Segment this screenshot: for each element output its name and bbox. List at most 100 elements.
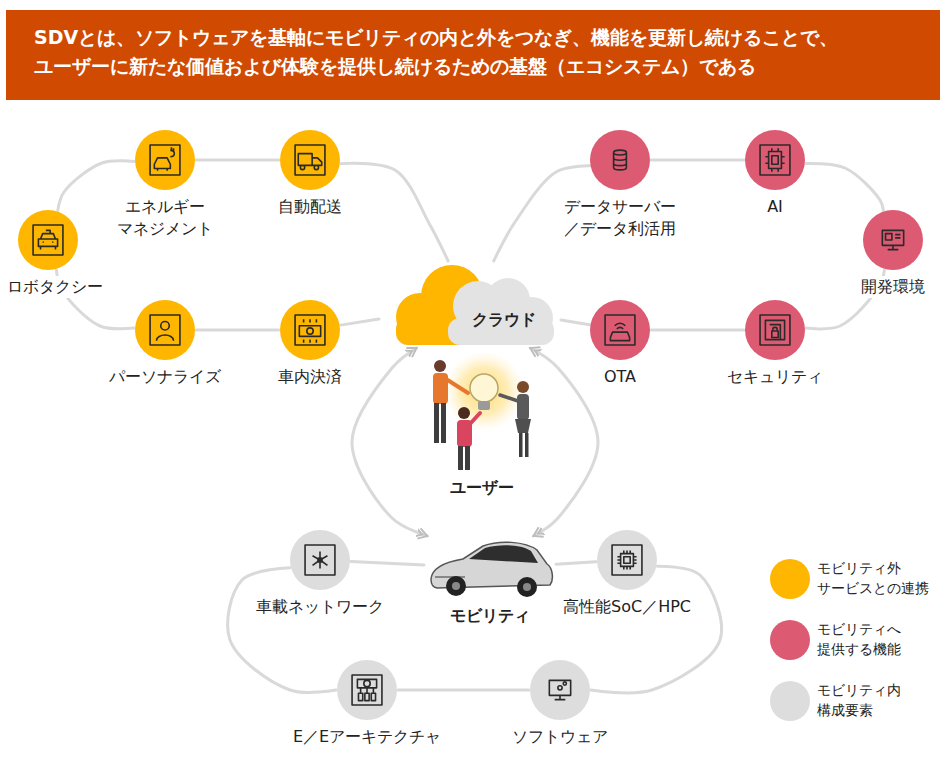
- icon-stroke: [295, 315, 325, 345]
- service-circle: 自動配送: [275, 130, 345, 218]
- icon-stroke: [605, 315, 635, 345]
- function-circle: セキュリティ: [724, 300, 826, 388]
- legend-item: モビリティ内 構成要素: [770, 677, 939, 725]
- icon-symbol: [304, 544, 336, 576]
- icon-stroke: [33, 225, 63, 255]
- icon-symbol: [544, 674, 576, 706]
- icon-circle: [590, 130, 650, 190]
- node-caption: ユーザー: [447, 477, 517, 499]
- node-label: 自動配送: [275, 196, 345, 218]
- icon-symbol: [32, 224, 64, 256]
- icon-stroke: [150, 145, 180, 175]
- icon-symbol: [351, 674, 383, 706]
- legend-item: モビリティ外 サービスとの連携: [770, 555, 939, 603]
- node-label: 高性能SoC／HPC: [560, 596, 694, 618]
- icon-symbol: [611, 544, 643, 576]
- illustration-box: [422, 353, 542, 471]
- icon-circle: [135, 130, 195, 190]
- legend-text: モビリティ内 構成要素: [817, 681, 939, 720]
- track-connector: [196, 329, 279, 332]
- track-connector: [806, 163, 884, 210]
- title-banner: SDVとは、ソフトウェアを基軸にモビリティの内と外をつなぎ、機能を更新し続けるこ…: [6, 10, 940, 100]
- track-connector: [352, 348, 427, 536]
- track-connector: [398, 689, 529, 692]
- icon-symbol: [759, 314, 791, 346]
- legend-item: モビリティへ 提供する機能: [770, 616, 939, 664]
- icon-symbol: [604, 314, 636, 346]
- track-connector: [341, 319, 379, 325]
- track-connector: [351, 561, 424, 564]
- function-circle: データサーバー ／データ利活用: [551, 130, 689, 239]
- icon-stroke: [614, 150, 627, 170]
- track-connector: [196, 159, 279, 162]
- icon-stroke: [352, 675, 382, 705]
- node-label: データサーバー ／データ利活用: [551, 196, 689, 239]
- track-connector: [341, 163, 448, 261]
- icon-symbol: [604, 144, 636, 176]
- icon-circle: [135, 300, 195, 360]
- component-circle: ソフトウェア: [509, 660, 611, 748]
- node-label: OTA: [601, 366, 639, 388]
- icon-circle: [590, 300, 650, 360]
- cloud-shape-box: [380, 262, 560, 347]
- icon-symbol: [294, 314, 326, 346]
- icon-stroke: [760, 145, 790, 175]
- function-circle: OTA: [590, 300, 650, 388]
- cloud-node: クラウド: [380, 262, 560, 347]
- illustration-box: [425, 537, 555, 599]
- cloud-shape: [380, 262, 560, 347]
- user-node: ユーザー: [422, 353, 542, 499]
- icon-circle: [863, 210, 923, 270]
- legend: モビリティ外 サービスとの連携モビリティへ 提供する機能モビリティ内 構成要素: [770, 555, 939, 738]
- node-label: ソフトウェア: [509, 726, 611, 748]
- icon-symbol: [149, 144, 181, 176]
- node-label: エネルギー マネジメント: [107, 196, 223, 239]
- icon-stroke: [882, 230, 903, 249]
- legend-swatch: [770, 559, 810, 599]
- node-label: ロボタクシー: [4, 276, 106, 298]
- icon-circle: [745, 130, 805, 190]
- track-connector: [651, 159, 744, 162]
- user-illustration: [422, 353, 542, 471]
- icon-circle: [745, 300, 805, 360]
- legend-text: モビリティへ 提供する機能: [817, 620, 939, 659]
- icon-circle: [530, 660, 590, 720]
- node-label: 車内決済: [275, 366, 345, 388]
- track-connector: [556, 562, 596, 564]
- cloud-label: クラウド: [452, 310, 556, 331]
- node-label: セキュリティ: [724, 366, 826, 388]
- title-text: SDVとは、ソフトウェアを基軸にモビリティの内と外をつなぎ、機能を更新し続けるこ…: [34, 23, 912, 82]
- icon-symbol: [149, 314, 181, 346]
- node-label: 開発環境: [858, 276, 928, 298]
- legend-swatch: [770, 620, 810, 660]
- icon-circle: [597, 530, 657, 590]
- icon-symbol: [759, 144, 791, 176]
- node-caption: モビリティ: [447, 605, 533, 627]
- node-label: パーソナライズ: [106, 366, 224, 388]
- node-label: E／Eアーキテクチャ: [290, 726, 444, 748]
- legend-swatch: [770, 681, 810, 721]
- service-circle: パーソナライズ: [106, 300, 224, 388]
- icon-stroke: [295, 145, 325, 175]
- icon-circle: [337, 660, 397, 720]
- service-circle: 車内決済: [275, 300, 345, 388]
- function-circle: 開発環境: [858, 210, 928, 298]
- icon-stroke: [150, 315, 180, 345]
- component-circle: E／Eアーキテクチャ: [290, 660, 444, 748]
- track-connector: [561, 320, 589, 325]
- icon-stroke: [305, 545, 335, 575]
- icon-circle: [18, 210, 78, 270]
- icon-circle: [290, 530, 350, 590]
- icon-stroke: [612, 545, 642, 575]
- track-connector: [651, 329, 744, 332]
- service-circle: ロボタクシー: [4, 210, 106, 298]
- node-label: 車載ネットワーク: [253, 596, 387, 618]
- car-illustration: [425, 537, 555, 599]
- icon-symbol: [294, 144, 326, 176]
- mobility-node: モビリティ: [425, 537, 555, 627]
- icon-circle: [280, 300, 340, 360]
- component-circle: 高性能SoC／HPC: [560, 530, 694, 618]
- icon-stroke: [549, 680, 570, 699]
- icon-circle: [280, 130, 340, 190]
